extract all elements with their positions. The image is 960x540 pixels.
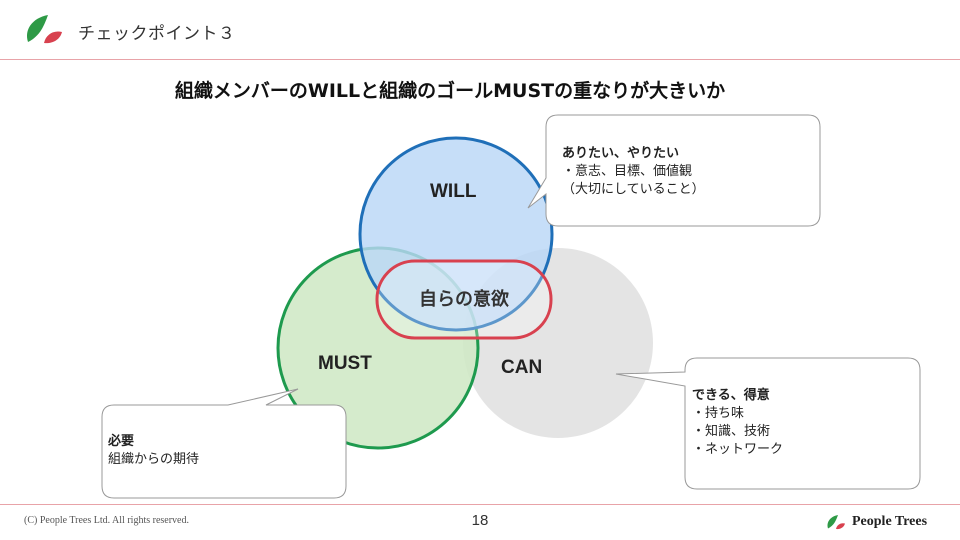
will-circle bbox=[358, 136, 554, 332]
people-trees-small-logo-icon bbox=[827, 515, 845, 530]
people-trees-logo-icon bbox=[26, 15, 62, 44]
can-callout-bubble bbox=[615, 357, 921, 490]
slide-heading: 組織メンバーのWILLと組織のゴールMUSTの重なりが大きいか bbox=[174, 80, 726, 102]
can-callout-heading: できる、得意 bbox=[692, 388, 770, 403]
must-callout-text: 必要 組織からの期待 bbox=[108, 433, 199, 469]
header-divider bbox=[0, 59, 960, 60]
brand-name: People Trees bbox=[852, 514, 928, 529]
will-callout-line: （大切にしていること） bbox=[562, 182, 705, 197]
will-label: WILL bbox=[430, 181, 477, 202]
will-callout-text: ありたい、やりたい ・意志、目標、価値観 （大切にしていること） bbox=[562, 145, 705, 199]
core-motivation-label: 自らの意欲 bbox=[419, 289, 509, 310]
can-callout-line: ・ネットワーク bbox=[692, 442, 784, 457]
can-label: CAN bbox=[501, 357, 543, 378]
will-callout-line: ・意志、目標、価値観 bbox=[562, 164, 693, 179]
page-number: 18 bbox=[471, 512, 489, 529]
can-callout-line: ・知識、技術 bbox=[692, 424, 771, 439]
will-callout-heading: ありたい、やりたい bbox=[562, 146, 680, 161]
header-title: チェックポイント３ bbox=[78, 24, 236, 44]
must-callout-line: 組織からの期待 bbox=[108, 452, 200, 467]
can-callout-line: ・持ち味 bbox=[692, 406, 745, 421]
core-motivation-outline bbox=[375, 259, 553, 340]
footer-divider bbox=[0, 504, 960, 505]
can-callout-text: できる、得意 ・持ち味 ・知識、技術 ・ネットワーク bbox=[692, 387, 783, 459]
will-callout-bubble bbox=[527, 114, 821, 227]
must-callout-bubble bbox=[101, 388, 347, 499]
must-callout-heading: 必要 bbox=[108, 434, 135, 449]
copyright-notice: (C) People Trees Ltd. All rights reserve… bbox=[24, 515, 189, 526]
footer-brand: People Trees bbox=[825, 512, 927, 532]
must-label: MUST bbox=[318, 353, 372, 374]
